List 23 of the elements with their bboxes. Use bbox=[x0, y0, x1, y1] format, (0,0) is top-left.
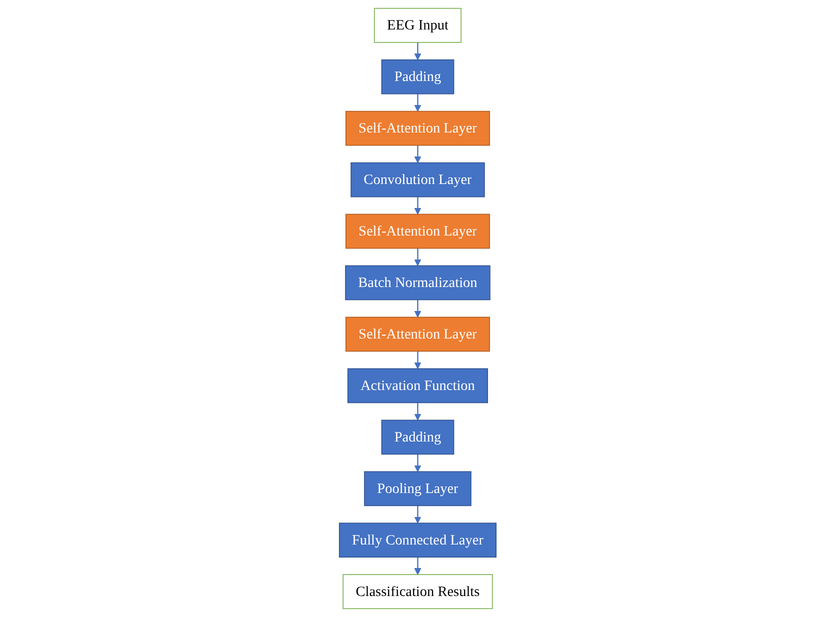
node-box: Convolution Layer bbox=[350, 162, 485, 198]
node-box: Classification Results bbox=[342, 574, 493, 610]
node-box: Padding bbox=[381, 59, 454, 94]
arrow bbox=[414, 145, 421, 164]
node-box: Padding bbox=[381, 420, 454, 455]
node-box: EEG Input bbox=[374, 8, 462, 43]
arrow bbox=[414, 402, 421, 420]
arrow bbox=[414, 42, 421, 60]
arrow bbox=[414, 506, 421, 524]
node-box: Pooling Layer bbox=[364, 471, 472, 506]
arrow bbox=[414, 351, 421, 369]
arrow bbox=[414, 454, 421, 472]
node-box: Activation Function bbox=[347, 368, 488, 404]
arrow bbox=[414, 300, 421, 318]
node-box: Self-Attention Layer bbox=[345, 110, 490, 146]
node-box: Self-Attention Layer bbox=[345, 214, 490, 249]
arrow bbox=[414, 557, 421, 575]
node-box: Self-Attention Layer bbox=[345, 316, 490, 352]
arrow bbox=[414, 248, 421, 266]
arrow bbox=[414, 196, 421, 215]
node-box: Batch Normalization bbox=[344, 265, 490, 300]
node-box: Fully Connected Layer bbox=[338, 522, 496, 558]
arrow bbox=[414, 94, 421, 112]
